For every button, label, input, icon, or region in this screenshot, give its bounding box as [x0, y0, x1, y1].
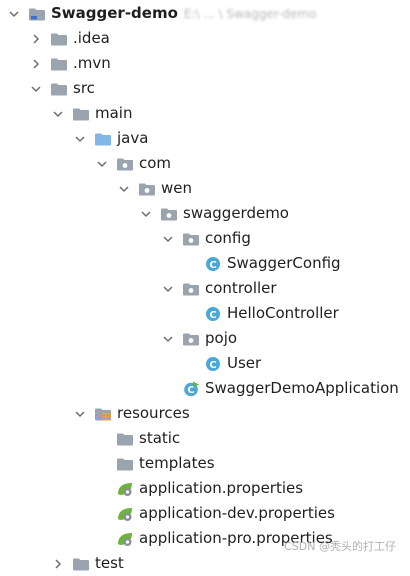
tree-node-label: SwaggerConfig: [227, 254, 341, 272]
tree-node-folder-mvn[interactable]: .mvn: [0, 51, 410, 76]
tree-node-folder-main[interactable]: main: [0, 101, 410, 126]
tree-node-class-hellocontroller[interactable]: C HelloController: [0, 301, 410, 326]
chevron-right-icon[interactable]: [28, 31, 44, 47]
project-path: E:\ ... \ Swagger-demo: [183, 6, 317, 21]
tree-node-folder-resources[interactable]: resources: [0, 401, 410, 426]
tree-node-folder-java[interactable]: java: [0, 126, 410, 151]
tree-node-folder-test[interactable]: test: [0, 551, 410, 576]
chevron-down-icon[interactable]: [6, 6, 22, 22]
tree-node-file-application-properties[interactable]: application.properties: [0, 476, 410, 501]
chevron-down-icon[interactable]: [160, 231, 176, 247]
module-folder-icon: [28, 6, 46, 22]
package-icon: [116, 156, 134, 172]
package-icon: [138, 181, 156, 197]
chevron-spacer: [94, 456, 110, 472]
spring-properties-icon: [116, 506, 134, 522]
tree-node-label: static: [139, 429, 181, 447]
tree-node-label: .idea: [73, 29, 110, 47]
java-class-icon: C: [204, 356, 222, 372]
tree-node-package-config[interactable]: config: [0, 226, 410, 251]
folder-icon: [50, 56, 68, 72]
tree-node-label: swaggerdemo: [183, 204, 289, 222]
source-folder-icon: [94, 131, 112, 147]
tree-node-file-application-dev-properties[interactable]: application-dev.properties: [0, 501, 410, 526]
package-icon: [182, 331, 200, 347]
tree-node-label: test: [95, 554, 124, 572]
tree-node-folder-templates[interactable]: templates: [0, 451, 410, 476]
chevron-down-icon[interactable]: [28, 81, 44, 97]
folder-icon: [116, 431, 134, 447]
tree-node-folder-idea[interactable]: .idea: [0, 26, 410, 51]
chevron-down-icon[interactable]: [138, 206, 154, 222]
chevron-spacer: [94, 481, 110, 497]
tree-node-package-com[interactable]: com: [0, 151, 410, 176]
tree-node-label: wen: [161, 179, 193, 197]
tree-node-label: .mvn: [73, 54, 111, 72]
chevron-spacer: [182, 356, 198, 372]
tree-node-label: pojo: [205, 329, 238, 347]
java-class-icon: C: [204, 256, 222, 272]
chevron-spacer: [182, 306, 198, 322]
folder-icon: [72, 556, 90, 572]
chevron-spacer: [94, 506, 110, 522]
chevron-spacer: [94, 431, 110, 447]
tree-node-folder-src[interactable]: src: [0, 76, 410, 101]
tree-node-folder-static[interactable]: static: [0, 426, 410, 451]
folder-icon: [50, 31, 68, 47]
svg-text:C: C: [187, 385, 194, 396]
tree-node-label: src: [73, 79, 95, 97]
folder-icon: [72, 106, 90, 122]
spring-properties-icon: [116, 531, 134, 547]
chevron-down-icon[interactable]: [72, 131, 88, 147]
tree-node-class-swaggerdemoapplication[interactable]: C SwaggerDemoApplication: [0, 376, 410, 401]
tree-node-class-user[interactable]: C User: [0, 351, 410, 376]
tree-node-package-controller[interactable]: controller: [0, 276, 410, 301]
package-icon: [160, 206, 178, 222]
svg-text:C: C: [209, 259, 216, 270]
tree-node-label: resources: [117, 404, 190, 422]
package-icon: [182, 281, 200, 297]
folder-icon: [116, 456, 134, 472]
chevron-right-icon[interactable]: [50, 556, 66, 572]
spring-properties-icon: [116, 481, 134, 497]
chevron-spacer: [160, 381, 176, 397]
chevron-down-icon[interactable]: [94, 156, 110, 172]
chevron-spacer: [182, 256, 198, 272]
csdn-watermark: CSDN @秃头的打工仔: [284, 540, 396, 553]
tree-node-label: User: [227, 354, 262, 372]
tree-node-label: com: [139, 154, 172, 172]
resources-folder-icon: [94, 406, 112, 422]
chevron-down-icon[interactable]: [72, 406, 88, 422]
tree-node-project-root[interactable]: Swagger-demo E:\ ... \ Swagger-demo: [0, 1, 410, 26]
tree-node-package-wen[interactable]: wen: [0, 176, 410, 201]
chevron-right-icon[interactable]: [28, 56, 44, 72]
tree-node-label: config: [205, 229, 251, 247]
folder-icon: [50, 81, 68, 97]
chevron-down-icon[interactable]: [160, 281, 176, 297]
tree-node-label: SwaggerDemoApplication: [205, 379, 399, 397]
tree-node-label: controller: [205, 279, 277, 297]
tree-node-label: main: [95, 104, 133, 122]
chevron-spacer: [94, 531, 110, 547]
tree-node-file-application-pro-properties[interactable]: application-pro.properties: [0, 526, 410, 551]
tree-node-package-swaggerdemo[interactable]: swaggerdemo: [0, 201, 410, 226]
spring-boot-class-icon: C: [182, 381, 200, 397]
package-icon: [182, 231, 200, 247]
chevron-down-icon[interactable]: [116, 181, 132, 197]
chevron-down-icon[interactable]: [50, 106, 66, 122]
tree-node-label: java: [117, 129, 149, 147]
tree-node-package-pojo[interactable]: pojo: [0, 326, 410, 351]
tree-node-label: Swagger-demo: [51, 4, 178, 22]
tree-node-label: HelloController: [227, 304, 339, 322]
tree-node-label: application-dev.properties: [139, 504, 335, 522]
java-class-icon: C: [204, 306, 222, 322]
tree-node-label: application-pro.properties: [139, 529, 333, 547]
tree-node-label: application.properties: [139, 479, 304, 497]
chevron-down-icon[interactable]: [160, 331, 176, 347]
tree-node-class-swaggerconfig[interactable]: C SwaggerConfig: [0, 251, 410, 276]
svg-text:C: C: [209, 309, 216, 320]
tree-node-label: templates: [139, 454, 215, 472]
svg-text:C: C: [209, 359, 216, 370]
